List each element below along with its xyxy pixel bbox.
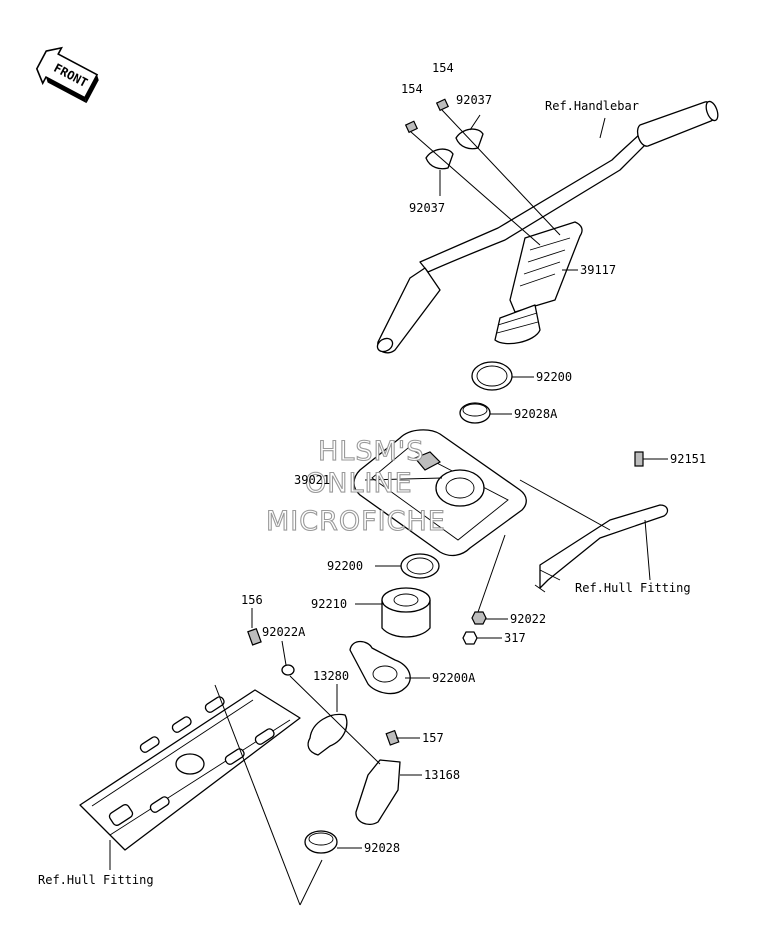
part-label-154b[interactable]: 154 (432, 61, 454, 75)
part-label-154a[interactable]: 154 (401, 82, 423, 96)
part-92200b-drawing (400, 553, 440, 579)
part-154a-drawing (404, 120, 419, 134)
handlebar-drawing (376, 100, 719, 354)
part-label-92200b[interactable]: 92200 (327, 559, 363, 573)
part-label-156[interactable]: 156 (241, 593, 263, 607)
part-label-92028A[interactable]: 92028A (514, 407, 558, 421)
part-92022A-drawing (281, 664, 295, 676)
ref-hull-fitting-left-label: Ref.Hull Fitting (38, 873, 154, 887)
part-92200A-drawing (349, 640, 411, 695)
ref-handlebar-label: Ref.Handlebar (545, 99, 639, 113)
part-label-39021[interactable]: 39021 (294, 473, 330, 487)
hull-fitting-left-drawing (79, 689, 301, 851)
part-label-92028[interactable]: 92028 (364, 841, 400, 855)
part-39021-drawing (353, 429, 527, 557)
part-39117-drawing (494, 221, 583, 345)
part-label-92151[interactable]: 92151 (670, 452, 706, 466)
part-label-92200A[interactable]: 92200A (432, 671, 476, 685)
part-317-drawing (462, 631, 478, 645)
part-label-92210[interactable]: 92210 (311, 597, 347, 611)
part-label-13280[interactable]: 13280 (313, 669, 349, 683)
part-label-157[interactable]: 157 (422, 731, 444, 745)
part-label-92037b[interactable]: 92037 (409, 201, 445, 215)
part-92151-drawing (634, 451, 644, 467)
part-154b-drawing (435, 98, 450, 112)
part-13168-drawing (355, 759, 401, 826)
part-label-92037a[interactable]: 92037 (456, 93, 492, 107)
part-label-39117[interactable]: 39117 (580, 263, 616, 277)
watermark-line-1: HLSM'S (318, 436, 424, 467)
part-92210-drawing (381, 587, 431, 638)
part-92037a-drawing (425, 148, 454, 170)
part-92022-drawing (471, 611, 487, 625)
watermark-line-3: MICROFICHE (266, 506, 446, 537)
ref-hull-fitting-right-label: Ref.Hull Fitting (575, 581, 691, 595)
part-13280-drawing (307, 713, 348, 756)
leader-lines (109, 109, 668, 906)
part-label-317[interactable]: 317 (504, 631, 526, 645)
watermark-line-2: ONLINE (305, 468, 413, 499)
part-label-92022[interactable]: 92022 (510, 612, 546, 626)
part-label-13168[interactable]: 13168 (424, 768, 460, 782)
watermark: HLSM'S ONLINE MICROFICHE (265, 435, 446, 537)
part-label-92200a[interactable]: 92200 (536, 370, 572, 384)
part-92028A-drawing (459, 402, 491, 424)
hull-fitting-right-drawing (534, 504, 669, 593)
part-157-drawing (385, 729, 400, 746)
part-92200a-drawing (471, 361, 513, 391)
part-92028-drawing (304, 830, 338, 854)
part-label-92022A[interactable]: 92022A (262, 625, 306, 639)
part-156-drawing (247, 627, 262, 646)
front-arrow-badge: FRONT (35, 46, 99, 104)
